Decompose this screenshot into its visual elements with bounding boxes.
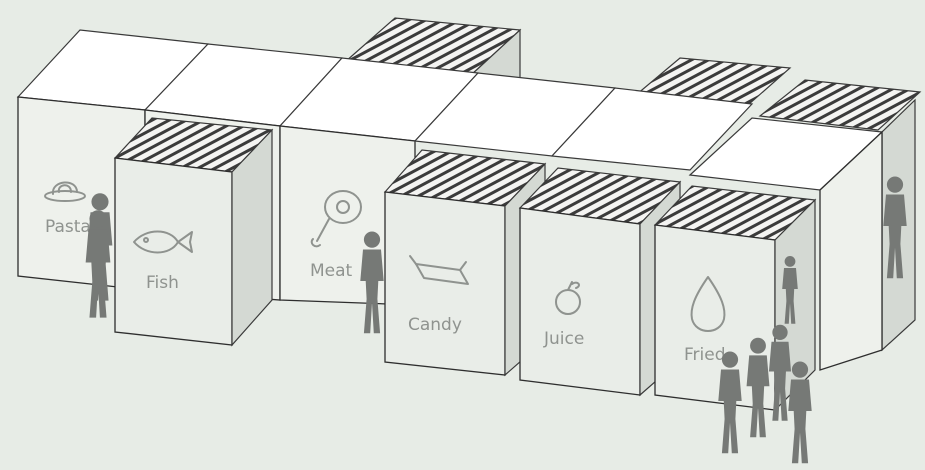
back-row-modules: [16, 17, 922, 371]
stall-label-pasta: Pasta: [45, 217, 91, 237]
stall-labels: Pasta Fish Meat Candy Juice Fried: [45, 217, 726, 365]
drop-icon: [690, 276, 726, 332]
stall-label-fish: Fish: [146, 273, 179, 293]
stall-label-candy: Candy: [408, 315, 462, 335]
ham-leg-icon: [310, 190, 362, 248]
stall-label-fried: Fried: [684, 345, 726, 365]
candy-wrapper-icon: [409, 255, 469, 285]
fruit-icon: [555, 281, 581, 315]
stall-icons: [44, 181, 726, 332]
stall-label-juice: Juice: [543, 329, 584, 349]
pasta-plate-icon: [44, 181, 86, 202]
fish-icon: [133, 230, 193, 254]
stall-label-meat: Meat: [310, 261, 353, 281]
